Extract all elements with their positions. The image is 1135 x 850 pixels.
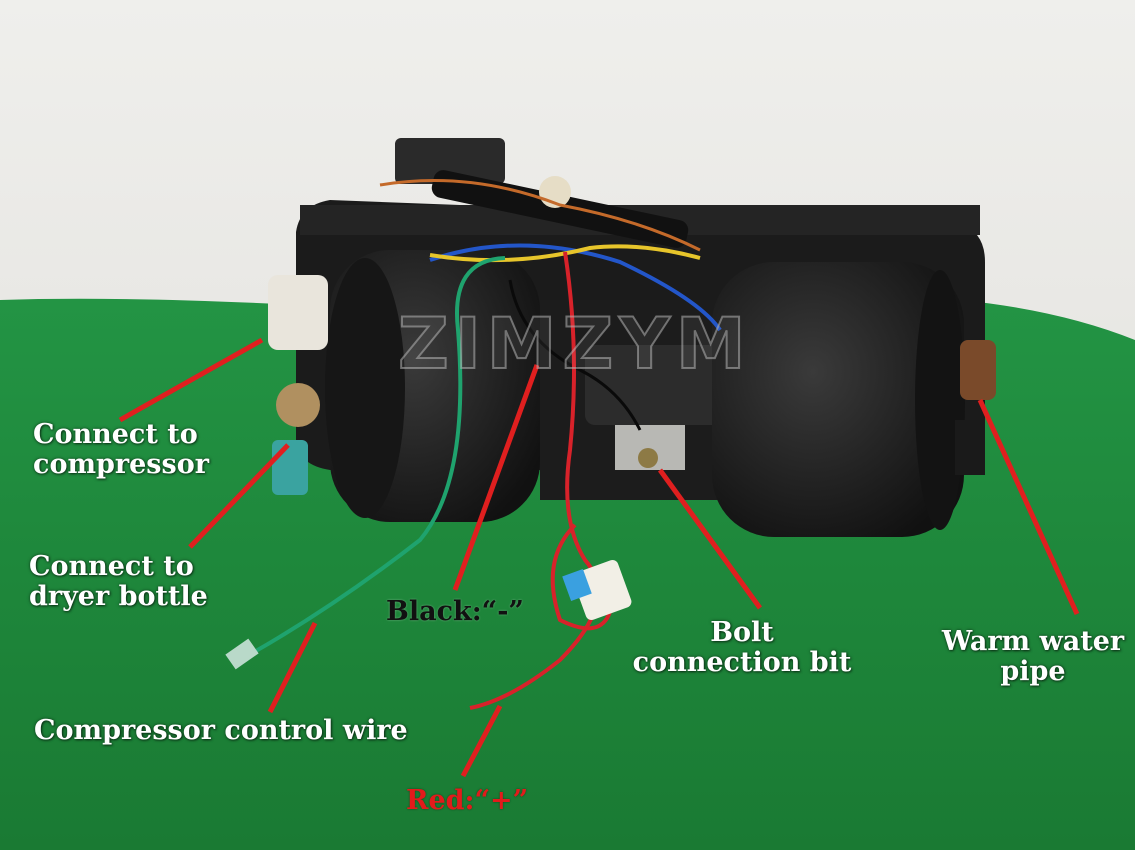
callout-line-warm-water [977,398,1080,616]
label-black-negative: Black:“-” [386,596,524,627]
pipe-bracket [955,420,985,475]
dryer-connector [272,440,308,495]
yellow-wire [429,244,701,263]
callout-line-red [460,704,503,778]
red-wire-loop [550,523,612,631]
callout-line-bolt [657,468,763,610]
callout-line-black [452,364,540,591]
label-bolt-connection: Bolt connection bit [632,617,852,679]
orange-wire [379,179,701,252]
left-drum-side [325,258,405,518]
callout-line-compressor-wire [267,621,318,714]
compressor-fitting [276,383,320,427]
callout-line-dryer [188,443,290,549]
callout-line-compressor [118,337,264,423]
label-warm-water-pipe: Warm water pipe [933,626,1133,688]
green-wire-terminal [225,638,259,670]
black-wire [508,279,642,431]
label-connect-dryer: Connect to dryer bottle [29,551,208,613]
label-compressor-control-wire: Compressor control wire [34,715,408,746]
inline-fuse-holder [572,559,632,621]
red-wire [469,251,600,710]
thermostat-bar [431,170,689,248]
label-line: compressor [33,449,209,481]
label-line: Connect to [29,551,194,582]
label-line: pipe [1000,656,1066,688]
label-red-positive: Red:“+” [406,785,529,816]
right-blower-drum [712,262,964,537]
label-line: Warm water [941,626,1125,657]
label-line: connection bit [632,647,852,679]
green-wire [239,256,506,662]
bolt-terminal [638,448,658,468]
label-line: Bolt [710,617,774,648]
right-drum-end [915,270,965,530]
label-connect-compressor: Connect to compressor [33,419,209,481]
label-line: Connect to [33,419,198,450]
blue-wire [429,243,722,332]
blade-fuse [562,569,592,601]
warm-water-pipe [960,340,996,400]
label-line: dryer bottle [29,581,208,613]
control-switch [395,138,505,184]
expansion-valve [268,275,328,350]
brand-watermark: ZIMZYM [397,302,752,386]
motor-cylinder [585,345,725,425]
